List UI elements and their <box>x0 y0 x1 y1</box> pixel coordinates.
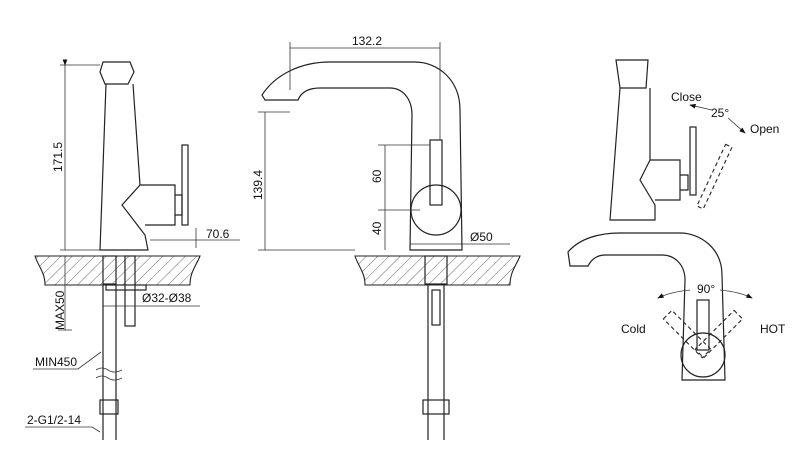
handle-lever-front <box>429 139 443 206</box>
max-thickness-label: MAX50 <box>53 290 67 330</box>
supply-hose <box>102 285 117 440</box>
handle-hub-side <box>140 184 183 226</box>
reach-label: 132.2 <box>352 34 382 48</box>
side-view: 171.5 70.6 MAX50 Ø32-Ø38 MIN450 2-G1/2-1… <box>25 62 240 440</box>
close-label: Close <box>671 90 702 104</box>
supply-fitting <box>102 255 117 285</box>
hose-nut <box>99 399 119 415</box>
hose-length-label: MIN450 <box>35 355 77 369</box>
hot-label: HOT <box>760 322 786 336</box>
thread-label: 2-G1/2-14 <box>27 413 81 427</box>
handle-offset-label: 70.6 <box>206 227 230 241</box>
spout-height-label: 139.4 <box>251 170 265 200</box>
dim-reach-line <box>289 42 441 140</box>
countertop-left <box>34 255 201 286</box>
supply-fitting-front <box>424 255 448 285</box>
open-label: Open <box>750 122 779 136</box>
dim-60-40-line <box>378 144 430 250</box>
spout-small-front <box>567 232 726 381</box>
countertop-middle <box>354 255 521 286</box>
spout-front <box>261 61 463 251</box>
base-diameter-label: Ø50 <box>470 230 493 244</box>
lever-cold-dashed <box>662 309 712 359</box>
supply-hose-front <box>427 285 445 440</box>
lower-dim-label: 40 <box>370 221 384 235</box>
dim-max-line <box>58 256 72 331</box>
hose-nut-front <box>422 399 450 415</box>
lever-center <box>696 299 710 351</box>
dim-spout-line <box>258 111 355 251</box>
lever-closed <box>689 126 697 196</box>
height-label: 171.5 <box>51 142 65 172</box>
lever-hot-dashed <box>694 309 744 359</box>
rotation-arrow-right <box>719 289 753 299</box>
dim-height-line <box>60 65 100 251</box>
tilt-angle-label: 25° <box>711 106 729 120</box>
mounting-stud-front <box>431 289 441 326</box>
front-view: 132.2 139.4 60 40 Ø50 <box>251 34 521 440</box>
rotation-angle-label: 90° <box>697 282 715 296</box>
tilt-arrow-open <box>727 117 746 134</box>
handle-hub-small-front <box>680 332 726 378</box>
dim-handle-line <box>150 228 240 248</box>
handle-hub-small <box>650 159 689 201</box>
faucet-body-side <box>99 61 149 251</box>
leader-hose <box>33 351 102 370</box>
mounting-stud <box>124 255 136 327</box>
operation-front-view: 90° Cold HOT <box>567 232 786 381</box>
rotation-arrow <box>657 289 691 299</box>
leader-thread <box>25 426 101 433</box>
operation-side-view: Close 25° Open <box>609 59 779 221</box>
upper-dim-label: 60 <box>370 169 384 183</box>
hole-diameter-label: Ø32-Ø38 <box>142 291 192 305</box>
mounting-plate <box>105 284 147 291</box>
hose-break <box>95 367 123 381</box>
faucet-body-small-side <box>609 59 656 221</box>
lever-open-dashed <box>696 143 733 210</box>
cold-label: Cold <box>621 322 646 336</box>
tilt-arrow-close <box>689 103 713 111</box>
handle-lever-side <box>181 144 189 226</box>
